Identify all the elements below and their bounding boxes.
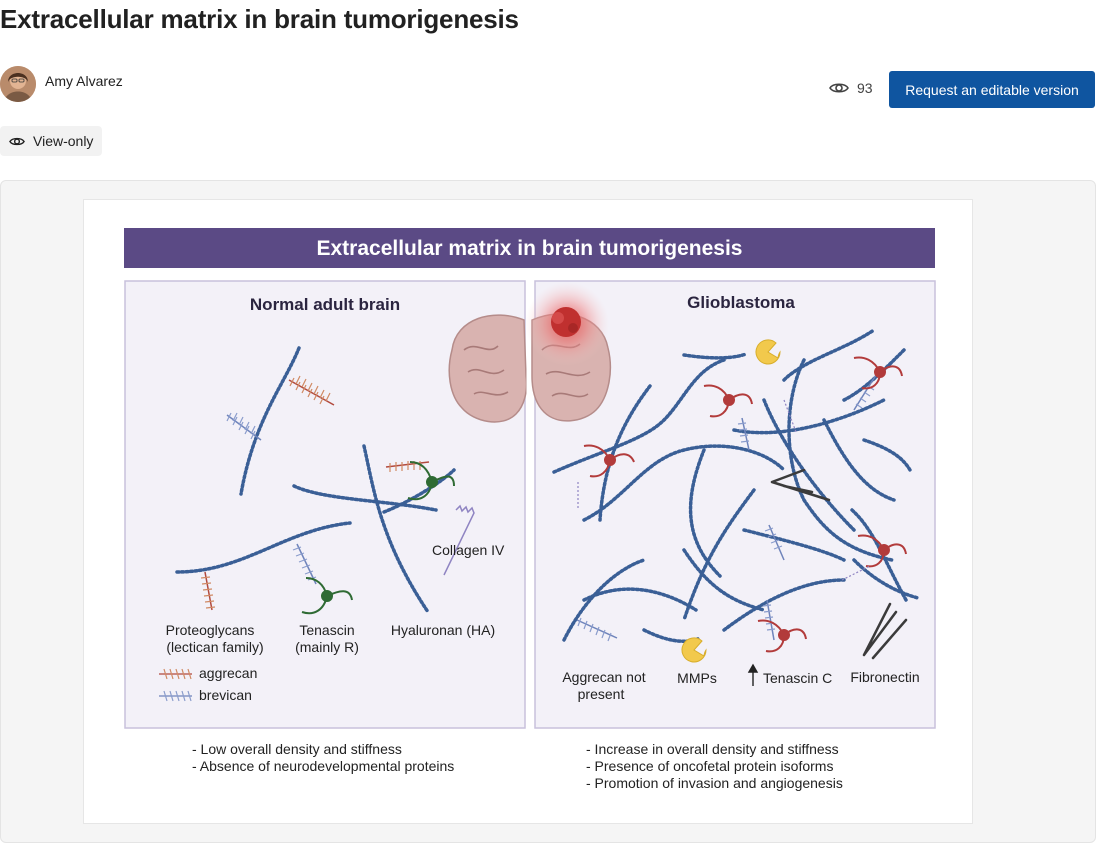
label-tenascin-c: Tenascin C [763,670,832,686]
left-brevican [226,412,317,585]
page-title: Extracellular matrix in brain tumorigene… [0,4,519,34]
view-count-value: 93 [857,80,873,96]
left-tenascin-r [301,461,455,615]
right-collagen-links [577,399,871,581]
label-fibronectin: Fibronectin [850,669,919,685]
author-info: Amy Alvarez [0,66,123,102]
label-lectican-family: (lectican family) [166,639,263,655]
view-only-label: View-only [33,133,94,149]
brain-illustration [448,282,612,430]
legend-brevican-swatch [159,690,192,702]
label-tenascin: Tenascin [299,622,354,638]
label-proteoglycans: Proteoglycans [166,622,255,638]
right-brevican [576,374,877,642]
left-bullet-1: - Low overall density and stiffness [192,741,402,757]
right-panel-title: Glioblastoma [687,293,795,312]
avatar[interactable] [0,66,36,102]
figure-banner [124,228,935,268]
right-ha-chains [552,328,920,643]
left-bullet-2: - Absence of neurodevelopmental proteins [192,758,454,774]
label-collagen: Collagen IV [432,542,505,558]
view-count: 93 [829,80,873,96]
label-mmps: MMPs [677,670,717,686]
right-bullet-2: - Presence of oncofetal protein isoforms [586,758,833,774]
right-mmps [681,339,781,663]
left-aggrecan [200,375,430,611]
right-bullet-3: - Promotion of invasion and angiogenesis [586,775,843,791]
left-collagen [443,504,475,576]
figure-banner-title: Extracellular matrix in brain tumorigene… [317,237,743,260]
figure-canvas[interactable]: Extracellular matrix in brain tumorigene… [83,199,973,824]
figure-illustration: Extracellular matrix in brain tumorigene… [124,228,936,791]
left-ha-chains [175,346,456,614]
request-editable-button[interactable]: Request an editable version [889,71,1095,108]
eye-icon [9,137,25,145]
author-name[interactable]: Amy Alvarez [45,73,123,89]
view-only-badge: View-only [0,126,102,156]
label-hyaluronan: Hyaluronan (HA) [391,622,495,638]
label-tenascin-r: (mainly R) [295,639,359,655]
right-bullet-1: - Increase in overall density and stiffn… [586,741,839,757]
label-aggrecan-present: present [578,686,625,702]
legend-brevican-label: brevican [199,687,252,703]
right-fibronectin [770,468,908,660]
eye-icon [829,83,849,93]
label-aggrecan-not: Aggrecan not [562,669,645,685]
right-tenascin-c [583,356,907,653]
legend-aggrecan-swatch [159,668,192,680]
legend-aggrecan-label: aggrecan [199,665,257,681]
up-arrow-icon [747,663,759,686]
left-panel-title: Normal adult brain [250,295,400,314]
